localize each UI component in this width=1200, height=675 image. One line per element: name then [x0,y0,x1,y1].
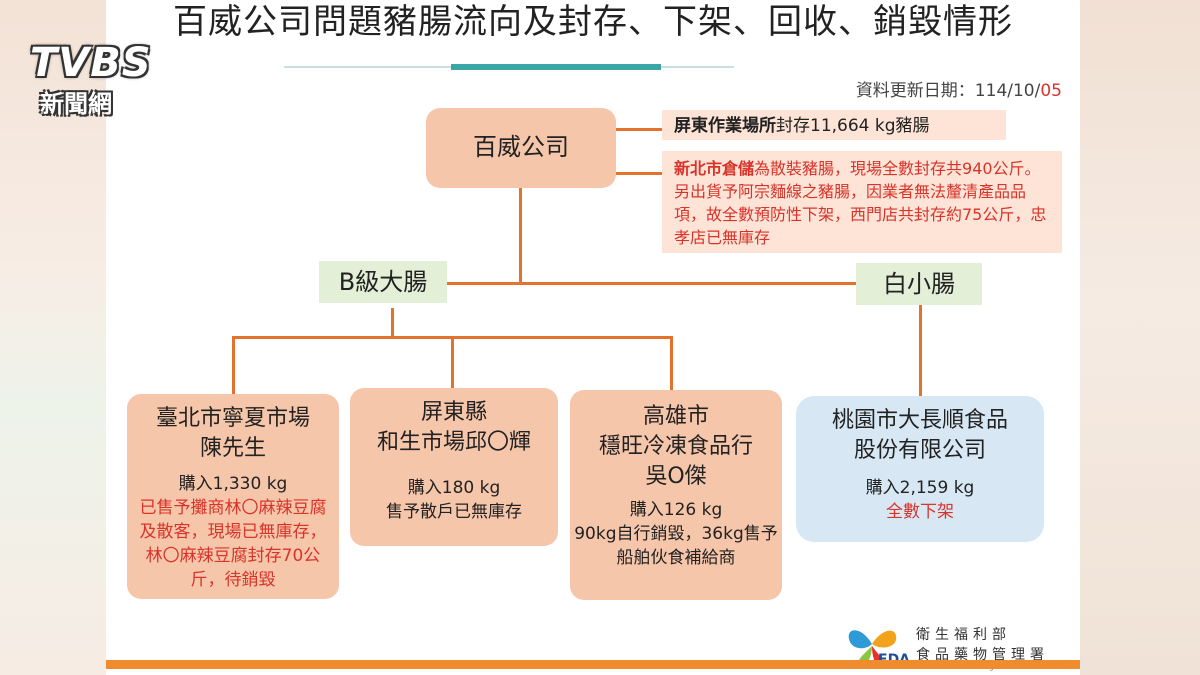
title-divider-accent [451,64,661,70]
pingtung-note-text: 封存11,664 kg豬腸 [776,116,930,136]
buyer-kaohsiung-name: 高雄市 [642,404,709,429]
connector-to-pingtung-note [616,128,664,131]
newtaipei-note-text: 為散裝豬腸，現場全數封存共940公斤。另出貨予阿宗麵線之豬腸，因業者無法釐清產品… [674,159,1047,247]
update-date-day: 05 [1040,81,1062,101]
buyer-taoyuan-name: 桃園市大長順食品 [831,408,1008,433]
buyer-taipei-detail: 已售予攤商林〇麻辣豆腐及散客，現場已無庫存，林〇麻辣豆腐封存70公斤，待銷毀 [139,498,327,590]
buyer-taoyuan-detail: 全數下架 [886,502,954,522]
buyer-kaohsiung-person: 吳O傑 [645,464,707,489]
buyer-taipei-person: 陳先生 [199,436,266,461]
buyer-card-taipei: 臺北市寧夏市場 陳先生 購入1,330 kg 已售予攤商林〇麻辣豆腐及散客，現場… [127,394,339,599]
buyer-pingtung-detail: 售予散戶已無庫存 [386,502,522,522]
connector-buyer-1 [232,336,235,396]
buyer-pingtung-purchase: 購入180 kg [407,478,501,498]
connector-buyer-4 [919,304,922,400]
newtaipei-note: 新北市倉儲為散裝豬腸，現場全數封存共940公斤。另出貨予阿宗麵線之豬腸，因業者無… [662,151,1062,253]
buyer-taoyuan-purchase: 購入2,159 kg [865,478,975,498]
buyer-card-pingtung: 屏東縣 和生市場邱〇輝 購入180 kg 售予散戶已無庫存 [350,388,558,546]
watermark-brand: TVBS [30,40,152,86]
buyer-kaohsiung-company: 穩旺冷凍食品行 [598,434,753,459]
watermark-dots [138,54,204,114]
page-title: 百威公司問題豬腸流向及封存、下架、回收、銷毀情形 [173,2,1013,42]
buyer-card-kaohsiung: 高雄市 穩旺冷凍食品行 吳O傑 購入126 kg 90kg自行銷毀，36kg售予… [570,390,782,600]
white-category-label: 白小腸 [883,270,955,298]
connector-source-down [519,188,522,284]
fda-org-line2: 食品藥物管理署 [916,647,1049,663]
b-grade-category-box: B級大腸 [319,261,447,303]
white-category-box: 白小腸 [856,263,982,305]
buyer-kaohsiung-purchase: 購入126 kg [629,500,723,520]
buyer-taoyuan-company: 股份有限公司 [853,438,986,463]
update-date-label: 資料更新日期：114/10/ [855,81,1041,101]
buyer-pingtung-person: 和生市場邱〇輝 [376,430,531,455]
pingtung-note-bold: 屏東作業場所 [674,116,776,136]
watermark-sub: 新聞網 [40,90,112,118]
update-date: 資料更新日期：114/10/05 [856,76,1062,101]
buyer-card-taoyuan: 桃園市大長順食品 股份有限公司 購入2,159 kg 全數下架 [796,396,1044,542]
connector-buyer-3 [670,336,673,392]
fda-org-line1: 衛生福利部 [916,627,1011,643]
connector-category-bar [441,282,859,285]
tvbs-watermark: TVBS 新聞網 [30,40,210,120]
newtaipei-note-bold: 新北市倉儲 [674,159,755,178]
source-company-box: 百威公司 [426,108,616,188]
buyer-taipei-purchase: 購入1,330 kg [178,474,288,494]
background-right [1080,0,1200,675]
background-left [0,0,106,675]
buyer-kaohsiung-detail: 90kg自行銷毀，36kg售予船舶伙食補給商 [574,524,778,568]
source-company-name: 百威公司 [473,133,569,161]
b-grade-category-label: B級大腸 [338,268,428,296]
buyer-taipei-name: 臺北市寧夏市場 [155,406,310,431]
footer-bar [106,660,1080,669]
connector-b-grade-down [391,308,394,338]
connector-to-newtaipei-note [616,172,664,175]
connector-buyer-2 [451,336,454,390]
buyer-pingtung-name: 屏東縣 [420,400,487,425]
pingtung-note: 屏東作業場所封存11,664 kg豬腸 [662,110,1006,140]
slide: 百威公司問題豬腸流向及封存、下架、回收、銷毀情形 資料更新日期：114/10/0… [106,0,1080,675]
